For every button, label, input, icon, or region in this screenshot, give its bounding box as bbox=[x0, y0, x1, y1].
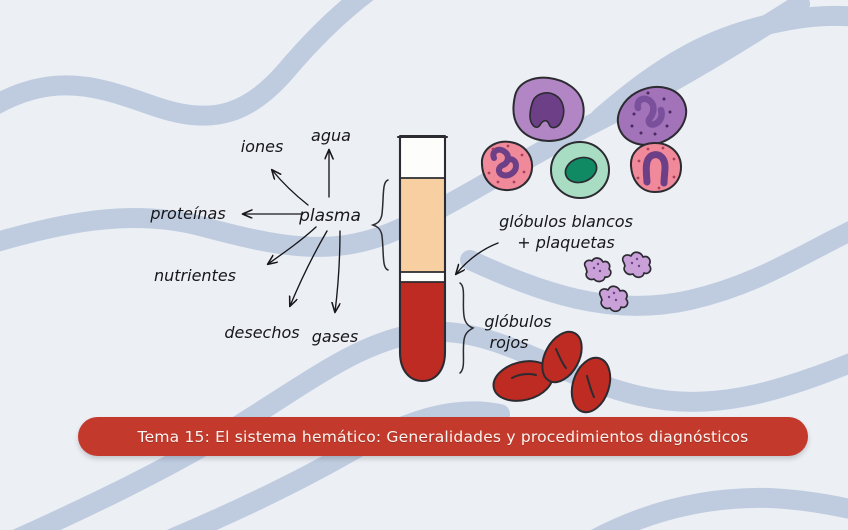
platelet-body bbox=[598, 285, 629, 313]
tube-air-layer bbox=[400, 136, 445, 180]
wbc-nucleus bbox=[564, 156, 598, 184]
wave-band bbox=[0, 0, 374, 126]
platelet-group bbox=[583, 251, 652, 313]
platelet bbox=[583, 257, 612, 283]
arrow-to-iones bbox=[272, 170, 309, 206]
arrow-to-nutrientes bbox=[268, 226, 317, 264]
callout-wbc-line2: + plaquetas bbox=[517, 233, 614, 252]
platelet-body bbox=[583, 257, 612, 283]
arrow-to-gases bbox=[335, 230, 341, 312]
platelet-body bbox=[621, 251, 652, 279]
red-blood-cell bbox=[492, 360, 554, 402]
label-desechos: desechos bbox=[224, 323, 299, 342]
platelet bbox=[598, 285, 629, 313]
arrow-to-desechos bbox=[290, 230, 328, 306]
callout-rbc-line2: rojos bbox=[490, 333, 529, 352]
wave-band bbox=[590, 5, 848, 128]
wave-band bbox=[0, 0, 810, 257]
callout-wbc-line1: glóbulos blancos bbox=[499, 212, 633, 231]
arrow-to-buffy-coat bbox=[456, 242, 499, 274]
tube-red-cell-layer bbox=[400, 282, 445, 381]
wbc-neutrofilo bbox=[480, 140, 534, 192]
platelet bbox=[621, 251, 652, 279]
plasma-arrow-group bbox=[243, 150, 341, 312]
wbc-eosinofilo bbox=[550, 141, 610, 199]
rbc-concavity bbox=[555, 348, 567, 369]
wbc-basofilo bbox=[629, 141, 683, 194]
tube-buffy-coat-layer bbox=[400, 272, 445, 282]
label-nutrientes: nutrientes bbox=[154, 266, 236, 285]
wbc-linfocito bbox=[616, 85, 688, 147]
wbc-nucleus bbox=[529, 92, 565, 129]
platelet-granules bbox=[607, 291, 618, 302]
wave-band bbox=[590, 487, 848, 530]
rbc-body bbox=[570, 356, 612, 414]
title-banner-text: Tema 15: El sistema hemático: Generalida… bbox=[137, 427, 749, 446]
rbc-concavity bbox=[511, 373, 537, 379]
label-iones: iones bbox=[241, 137, 284, 156]
wave-band bbox=[460, 220, 848, 316]
tube-plasma-layer bbox=[400, 178, 445, 272]
label-proteinas: proteínas bbox=[149, 204, 225, 223]
title-banner: Tema 15: El sistema hemático: Generalida… bbox=[78, 417, 808, 456]
rbc-group bbox=[492, 330, 612, 414]
wbc-granules bbox=[487, 144, 526, 184]
wbc-nucleus bbox=[490, 146, 519, 179]
brace-red-cells bbox=[459, 282, 475, 374]
rbc-concavity bbox=[586, 375, 595, 398]
brace-plasma bbox=[370, 179, 389, 271]
label-agua: agua bbox=[311, 126, 351, 145]
rbc-body bbox=[541, 330, 583, 384]
test-tube bbox=[396, 134, 449, 383]
wbc-granules bbox=[636, 146, 676, 190]
platelet-granules bbox=[630, 257, 641, 268]
wbc-membrane bbox=[629, 141, 683, 194]
wbc-monocito bbox=[512, 76, 585, 142]
wbc-nucleus bbox=[642, 151, 669, 187]
red-blood-cell bbox=[541, 330, 583, 384]
wbc-granules bbox=[630, 91, 672, 136]
platelet-granules bbox=[592, 262, 602, 273]
tube-outline bbox=[398, 134, 447, 383]
red-blood-cell bbox=[570, 356, 612, 414]
wbc-nucleus bbox=[634, 95, 665, 128]
label-plasma: plasma bbox=[298, 206, 361, 226]
label-gases: gases bbox=[312, 327, 358, 346]
callout-rbc-line1: glóbulos bbox=[484, 312, 551, 331]
